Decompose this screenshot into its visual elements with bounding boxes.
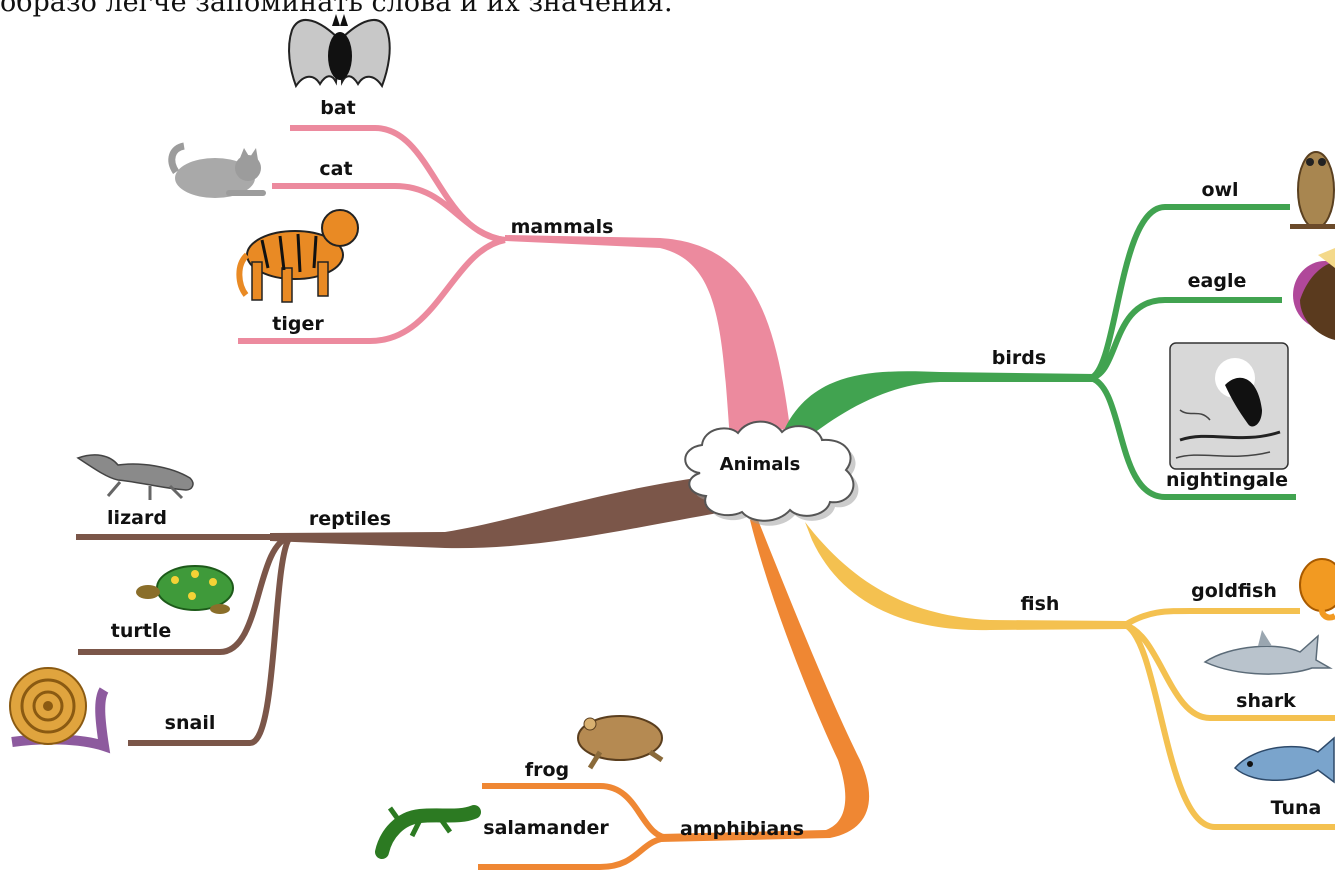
label-fish: fish	[1021, 593, 1060, 615]
nightingale-illustration	[1169, 342, 1289, 470]
label-snail: snail	[165, 712, 216, 734]
label-lizard: lizard	[107, 507, 167, 529]
mammals-trunk	[505, 235, 790, 440]
amphibians-trunk	[660, 515, 870, 842]
amphibians-sub-frog	[482, 783, 671, 841]
branch-reptiles	[76, 475, 724, 746]
label-salamander: salamander	[483, 817, 609, 839]
goldfish-illustration	[1299, 558, 1335, 621]
frog-illustration	[577, 715, 664, 770]
birds-sub-nightingale	[1088, 375, 1296, 500]
cat-illustration	[168, 142, 266, 198]
label-amphibians: amphibians	[680, 818, 804, 840]
reptiles-sub-turtle	[78, 534, 292, 655]
amphibians-sub-salamander	[478, 835, 671, 870]
label-goldfish: goldfish	[1191, 580, 1277, 602]
fish-sub-goldfish	[1123, 607, 1300, 628]
snail-illustration	[9, 667, 111, 754]
birds-trunk	[785, 371, 1095, 444]
tiger-illustration	[236, 209, 359, 303]
reptiles-trunk	[270, 475, 724, 549]
cloud-shape	[684, 420, 855, 522]
label-eagle: eagle	[1188, 270, 1247, 292]
mammals-sub-tiger	[238, 237, 506, 344]
branch-amphibians	[478, 515, 870, 870]
branch-mammals	[238, 125, 790, 440]
branch-fish	[805, 522, 1335, 830]
salamander-illustration	[375, 805, 481, 859]
shark-illustration	[1203, 630, 1333, 675]
label-shark: shark	[1236, 690, 1296, 712]
lizard-illustration	[76, 454, 194, 500]
label-frog: frog	[525, 759, 569, 781]
top-caption: образо легче запоминать слова и их значе…	[0, 0, 673, 18]
label-tuna: Tuna	[1271, 797, 1322, 819]
birds-sub-eagle	[1089, 297, 1282, 381]
label-reptiles: reptiles	[309, 508, 391, 530]
tuna-illustration	[1233, 736, 1335, 784]
label-cat: cat	[319, 158, 352, 180]
fish-trunk	[805, 522, 1130, 631]
label-tiger: tiger	[272, 313, 324, 335]
reptiles-sub-snail	[128, 535, 293, 746]
label-nightingale: nightingale	[1166, 469, 1288, 491]
label-birds: birds	[992, 347, 1046, 369]
mammals-sub-cat	[272, 183, 506, 243]
label-mammals: mammals	[511, 216, 614, 238]
fish-sub-shark	[1123, 622, 1335, 721]
eagle-illustration	[1293, 248, 1335, 340]
center-label: Animals	[720, 454, 801, 475]
bat-illustration	[288, 14, 391, 89]
fish-sub-tuna	[1123, 622, 1335, 830]
label-turtle: turtle	[111, 620, 171, 642]
branch-birds	[785, 204, 1296, 500]
label-owl: owl	[1201, 179, 1238, 201]
turtle-illustration	[136, 565, 234, 614]
center-cloud: Animals	[684, 420, 859, 526]
label-bat: bat	[320, 97, 356, 119]
birds-sub-owl	[1088, 204, 1290, 381]
owl-illustration	[1290, 151, 1335, 229]
